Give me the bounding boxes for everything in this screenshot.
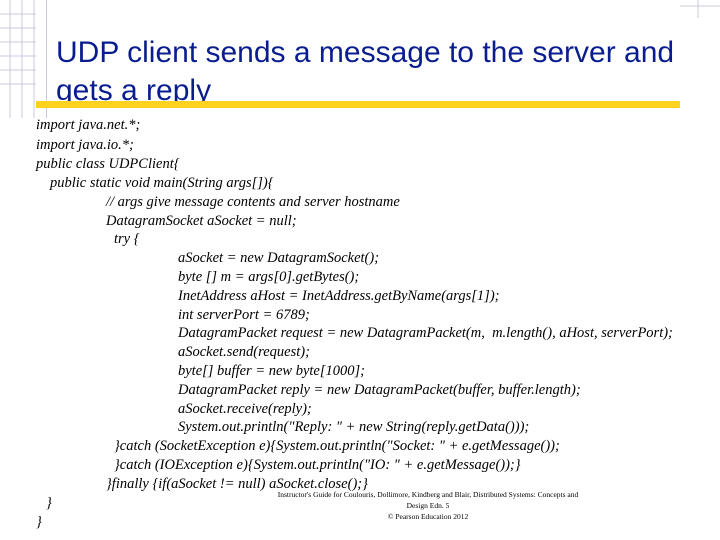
- title-underline-bar: [36, 101, 680, 108]
- code-line: import java.io.*;: [36, 137, 134, 153]
- code-line: aSocket.receive(reply);: [178, 401, 312, 417]
- footer-citation: Instructor's Guide for Coulouris, Dollim…: [277, 490, 579, 510]
- slide-title: UDP client sends a message to the server…: [56, 36, 675, 107]
- code-line: DatagramSocket aSocket = null;: [106, 213, 297, 229]
- decorative-grid: [0, 0, 720, 118]
- code-line: public static void main(String args[]){: [50, 175, 274, 191]
- code-line: System.out.println("Reply: " + new Strin…: [178, 419, 530, 435]
- code-line: }catch (SocketException e){System.out.pr…: [114, 438, 560, 454]
- code-line: try {: [114, 231, 140, 247]
- code-line: DatagramPacket request = new DatagramPac…: [178, 325, 673, 341]
- code-line: public class UDPClient{: [36, 156, 180, 172]
- code-line: }: [36, 514, 42, 530]
- code-line: }finally {if(aSocket != null) aSocket.cl…: [106, 476, 368, 492]
- code-line: aSocket.send(request);: [178, 344, 310, 360]
- code-line: }catch (IOException e){System.out.printl…: [114, 457, 521, 473]
- title-vertical-rule: [46, 0, 47, 118]
- code-line: import java.net.*;: [36, 117, 141, 133]
- code-line: InetAddress aHost = InetAddress.getByNam…: [178, 288, 500, 304]
- code-line: aSocket = new DatagramSocket();: [178, 250, 380, 266]
- code-line: byte [] m = args[0].getBytes();: [178, 269, 360, 285]
- code-line: // args give message contents and server…: [106, 194, 400, 210]
- footer-copyright: © Pearson Education 2012: [387, 512, 469, 521]
- code-line: int serverPort = 6789;: [178, 307, 310, 323]
- slide-footer: Instructor's Guide for Coulouris, Dollim…: [268, 489, 588, 522]
- code-line: byte[] buffer = new byte[1000];: [178, 363, 365, 379]
- code-line: }: [46, 495, 52, 511]
- code-line: DatagramPacket reply = new DatagramPacke…: [178, 382, 581, 398]
